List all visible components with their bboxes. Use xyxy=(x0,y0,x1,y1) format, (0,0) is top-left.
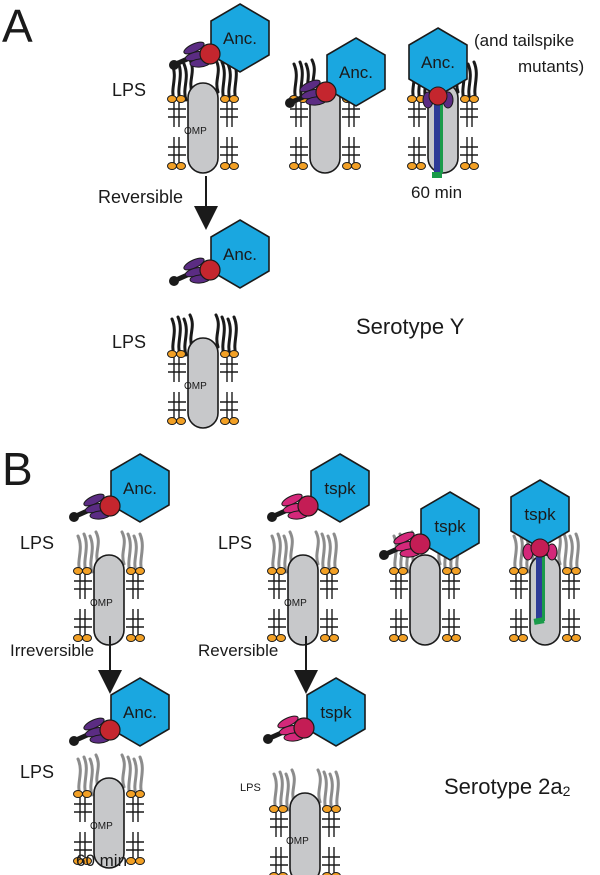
hex-label-anc: Anc. xyxy=(123,479,157,498)
note-line-2: mutants) xyxy=(518,57,584,76)
panel-b-letter: B xyxy=(2,443,33,495)
panel-a-phage-2: Anc. xyxy=(285,37,386,108)
panel-a-letter: A xyxy=(2,0,33,52)
panel-a-membrane-1: OMP xyxy=(166,58,240,174)
hex-label: Anc. xyxy=(223,29,257,48)
hex-label-tspk: tspk xyxy=(524,505,556,524)
panel-b-tspk-phage-1: tspk xyxy=(267,453,370,522)
panel-a-phage-3-injecting: Anc. xyxy=(408,27,468,178)
omp-label: OMP xyxy=(90,821,113,832)
omp-label: OMP xyxy=(286,836,309,847)
hex-label-tspk: tspk xyxy=(434,517,466,536)
lps-label-small: LPS xyxy=(240,782,261,794)
panel-b-anc-phage-1: Anc. xyxy=(69,453,170,522)
lps-label: LPS xyxy=(112,80,146,100)
omp-label: OMP xyxy=(184,381,207,392)
lps-label: LPS xyxy=(218,533,252,553)
lps-label: LPS xyxy=(112,332,146,352)
hex-label-anc: Anc. xyxy=(123,703,157,722)
panel-b-anc-phage-2: Anc. xyxy=(69,677,170,746)
hex-label: Anc. xyxy=(223,245,257,264)
arrow-label: Reversible xyxy=(98,187,183,207)
hex-label-tspk: tspk xyxy=(324,479,356,498)
panel-b-membrane-2: OMP xyxy=(266,530,340,646)
panel-b-tspk-phage-3-injecting: tspk xyxy=(510,479,570,625)
panel-a-membrane-4: OMP xyxy=(166,313,240,429)
serotype-2a-label: Serotype 2a2 xyxy=(444,774,571,799)
arrow-label-right: Reversible xyxy=(198,641,278,660)
panel-b-membrane-1: OMP xyxy=(72,530,146,646)
omp-label: OMP xyxy=(90,598,113,609)
panel-b-membrane-6: OMP xyxy=(268,768,342,875)
panel-b-tspk-phage-2: tspk xyxy=(379,491,480,560)
panel-a-phage-1: Anc. xyxy=(169,3,270,73)
omp-label: OMP xyxy=(284,598,307,609)
hex-label: Anc. xyxy=(421,53,455,72)
serotype-y-label: Serotype Y xyxy=(356,314,465,339)
panel-a-free-phage: Anc. xyxy=(169,219,270,289)
note-line-1: (and tailspike xyxy=(474,31,574,50)
omp-label: OMP xyxy=(184,126,207,137)
time-label-b: 60 min xyxy=(76,851,127,870)
panel-b-tspk-free-phage: tspk xyxy=(263,677,366,747)
hex-label: Anc. xyxy=(339,63,373,82)
panel-b-membrane-5: OMP xyxy=(72,753,146,869)
arrow-label-left: Irreversible xyxy=(10,641,94,660)
lps-label: LPS xyxy=(20,533,54,553)
lps-label: LPS xyxy=(20,762,54,782)
time-label: 60 min xyxy=(411,183,462,202)
hex-label-tspk: tspk xyxy=(320,703,352,722)
